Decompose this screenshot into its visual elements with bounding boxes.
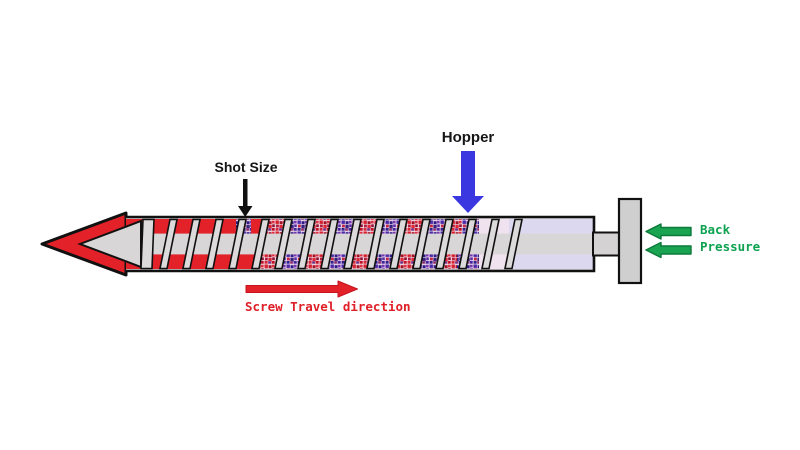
screw-flight [228, 218, 247, 270]
screw-flight [458, 218, 477, 270]
hopper-label: Hopper [441, 129, 495, 146]
screw-flight [389, 218, 408, 270]
screw-flight [435, 218, 454, 270]
screw-flight [251, 218, 270, 270]
screw-collar [140, 218, 155, 270]
back-pressure-arrow-icon [645, 241, 692, 259]
shot-size-arrow-icon [238, 179, 253, 217]
screw-shaft [592, 231, 622, 257]
back-pressure-label-line2: Pressure [700, 239, 761, 254]
screw-flight [205, 218, 224, 270]
screw-flight [366, 218, 385, 270]
screw-travel-direction-label: Screw Travel direction [245, 299, 411, 314]
back-pressure-label: Back Pressure [700, 221, 760, 255]
screw-flight [504, 218, 523, 270]
channel-segment [509, 254, 593, 269]
back-pressure-label-line1: Back [700, 222, 731, 237]
screw-flight [159, 218, 178, 270]
screw-travel-arrow-icon [245, 280, 358, 298]
screw-flight [481, 218, 500, 270]
hopper-arrow-icon [452, 151, 484, 213]
screw-tip-cone [77, 219, 142, 269]
screw-flight [297, 218, 316, 270]
shot-size-label: Shot Size [214, 159, 278, 175]
thrust-plate [617, 197, 643, 285]
screw-flight [320, 218, 339, 270]
back-pressure-arrow-icon [645, 223, 692, 240]
screw-flight [343, 218, 362, 270]
screw-flight [182, 218, 201, 270]
screw-flight [412, 218, 431, 270]
screw-flights [159, 218, 523, 270]
channel-segment [509, 219, 593, 234]
screw-flight [274, 218, 293, 270]
channel-segment [443, 254, 457, 269]
